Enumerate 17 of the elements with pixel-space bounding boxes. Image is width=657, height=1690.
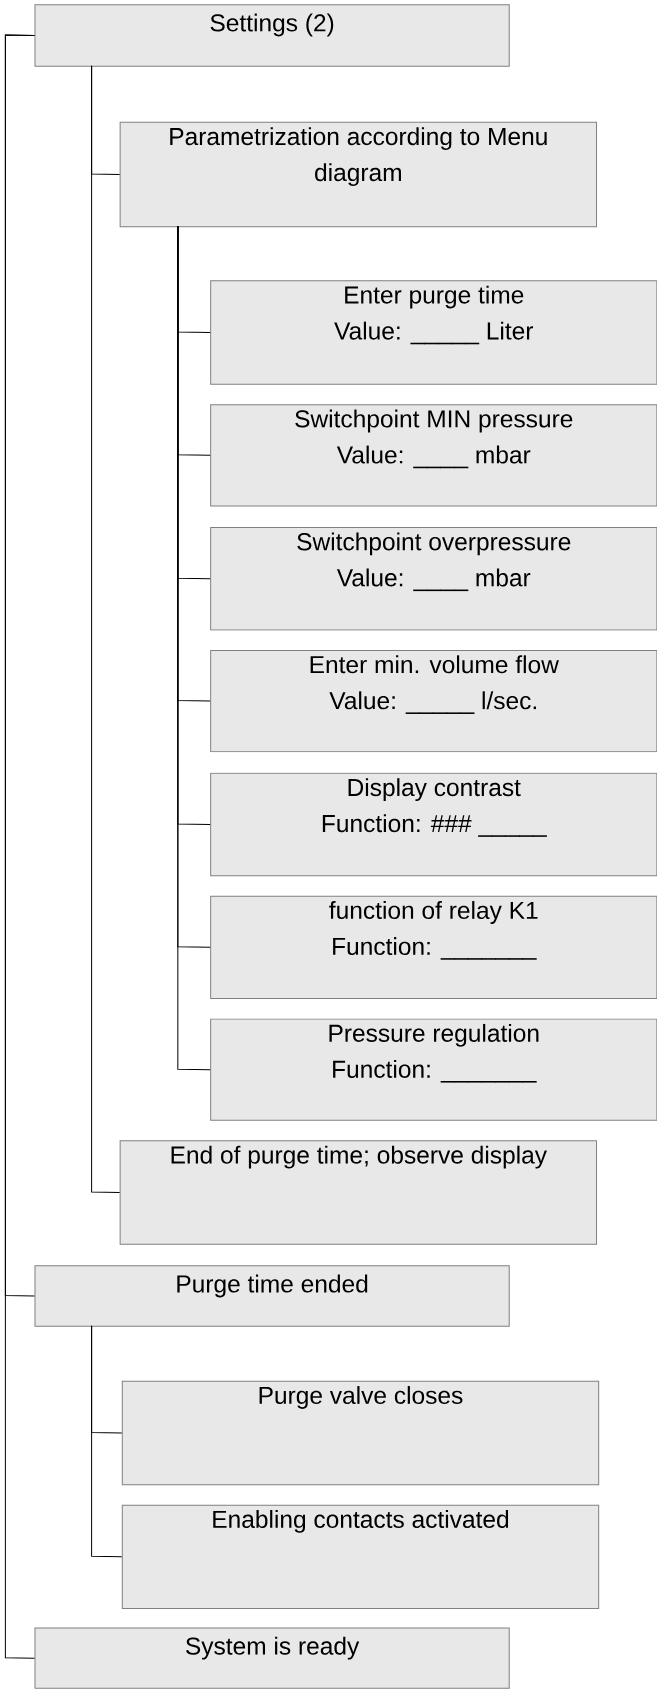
menu-box: System is ready (34, 1627, 510, 1689)
connector-line (90, 1325, 123, 1558)
connector-line (90, 65, 120, 1194)
menu-box: Switchpoint MIN pressure Value: ____ mbar (209, 404, 657, 507)
menu-box: Settings (2) (34, 4, 510, 67)
menu-box: Enabling contacts activated (121, 1504, 599, 1610)
menu-box: End of purge time; observe display (119, 1140, 597, 1245)
menu-box: Purge valve closes (121, 1380, 599, 1486)
menu-box: Purge time ended (34, 1265, 510, 1327)
menu-box: Switchpoint overpressure Value: ____ mbar (209, 527, 657, 631)
menu-box: Enter min. volume flow Value: _____ l/sec. (209, 649, 657, 753)
menu-box: Parametrization according to Menu diagram (119, 121, 597, 228)
menu-box: Display contrast Function: ### _____ (209, 772, 657, 877)
menu-box: Pressure regulation Function: _______ (209, 1018, 657, 1121)
menu-box: Enter purge time Value: _____ Liter (209, 280, 657, 385)
menu-box: function of relay K1 Function: _______ (209, 895, 657, 1000)
connector-line (4, 34, 35, 1659)
